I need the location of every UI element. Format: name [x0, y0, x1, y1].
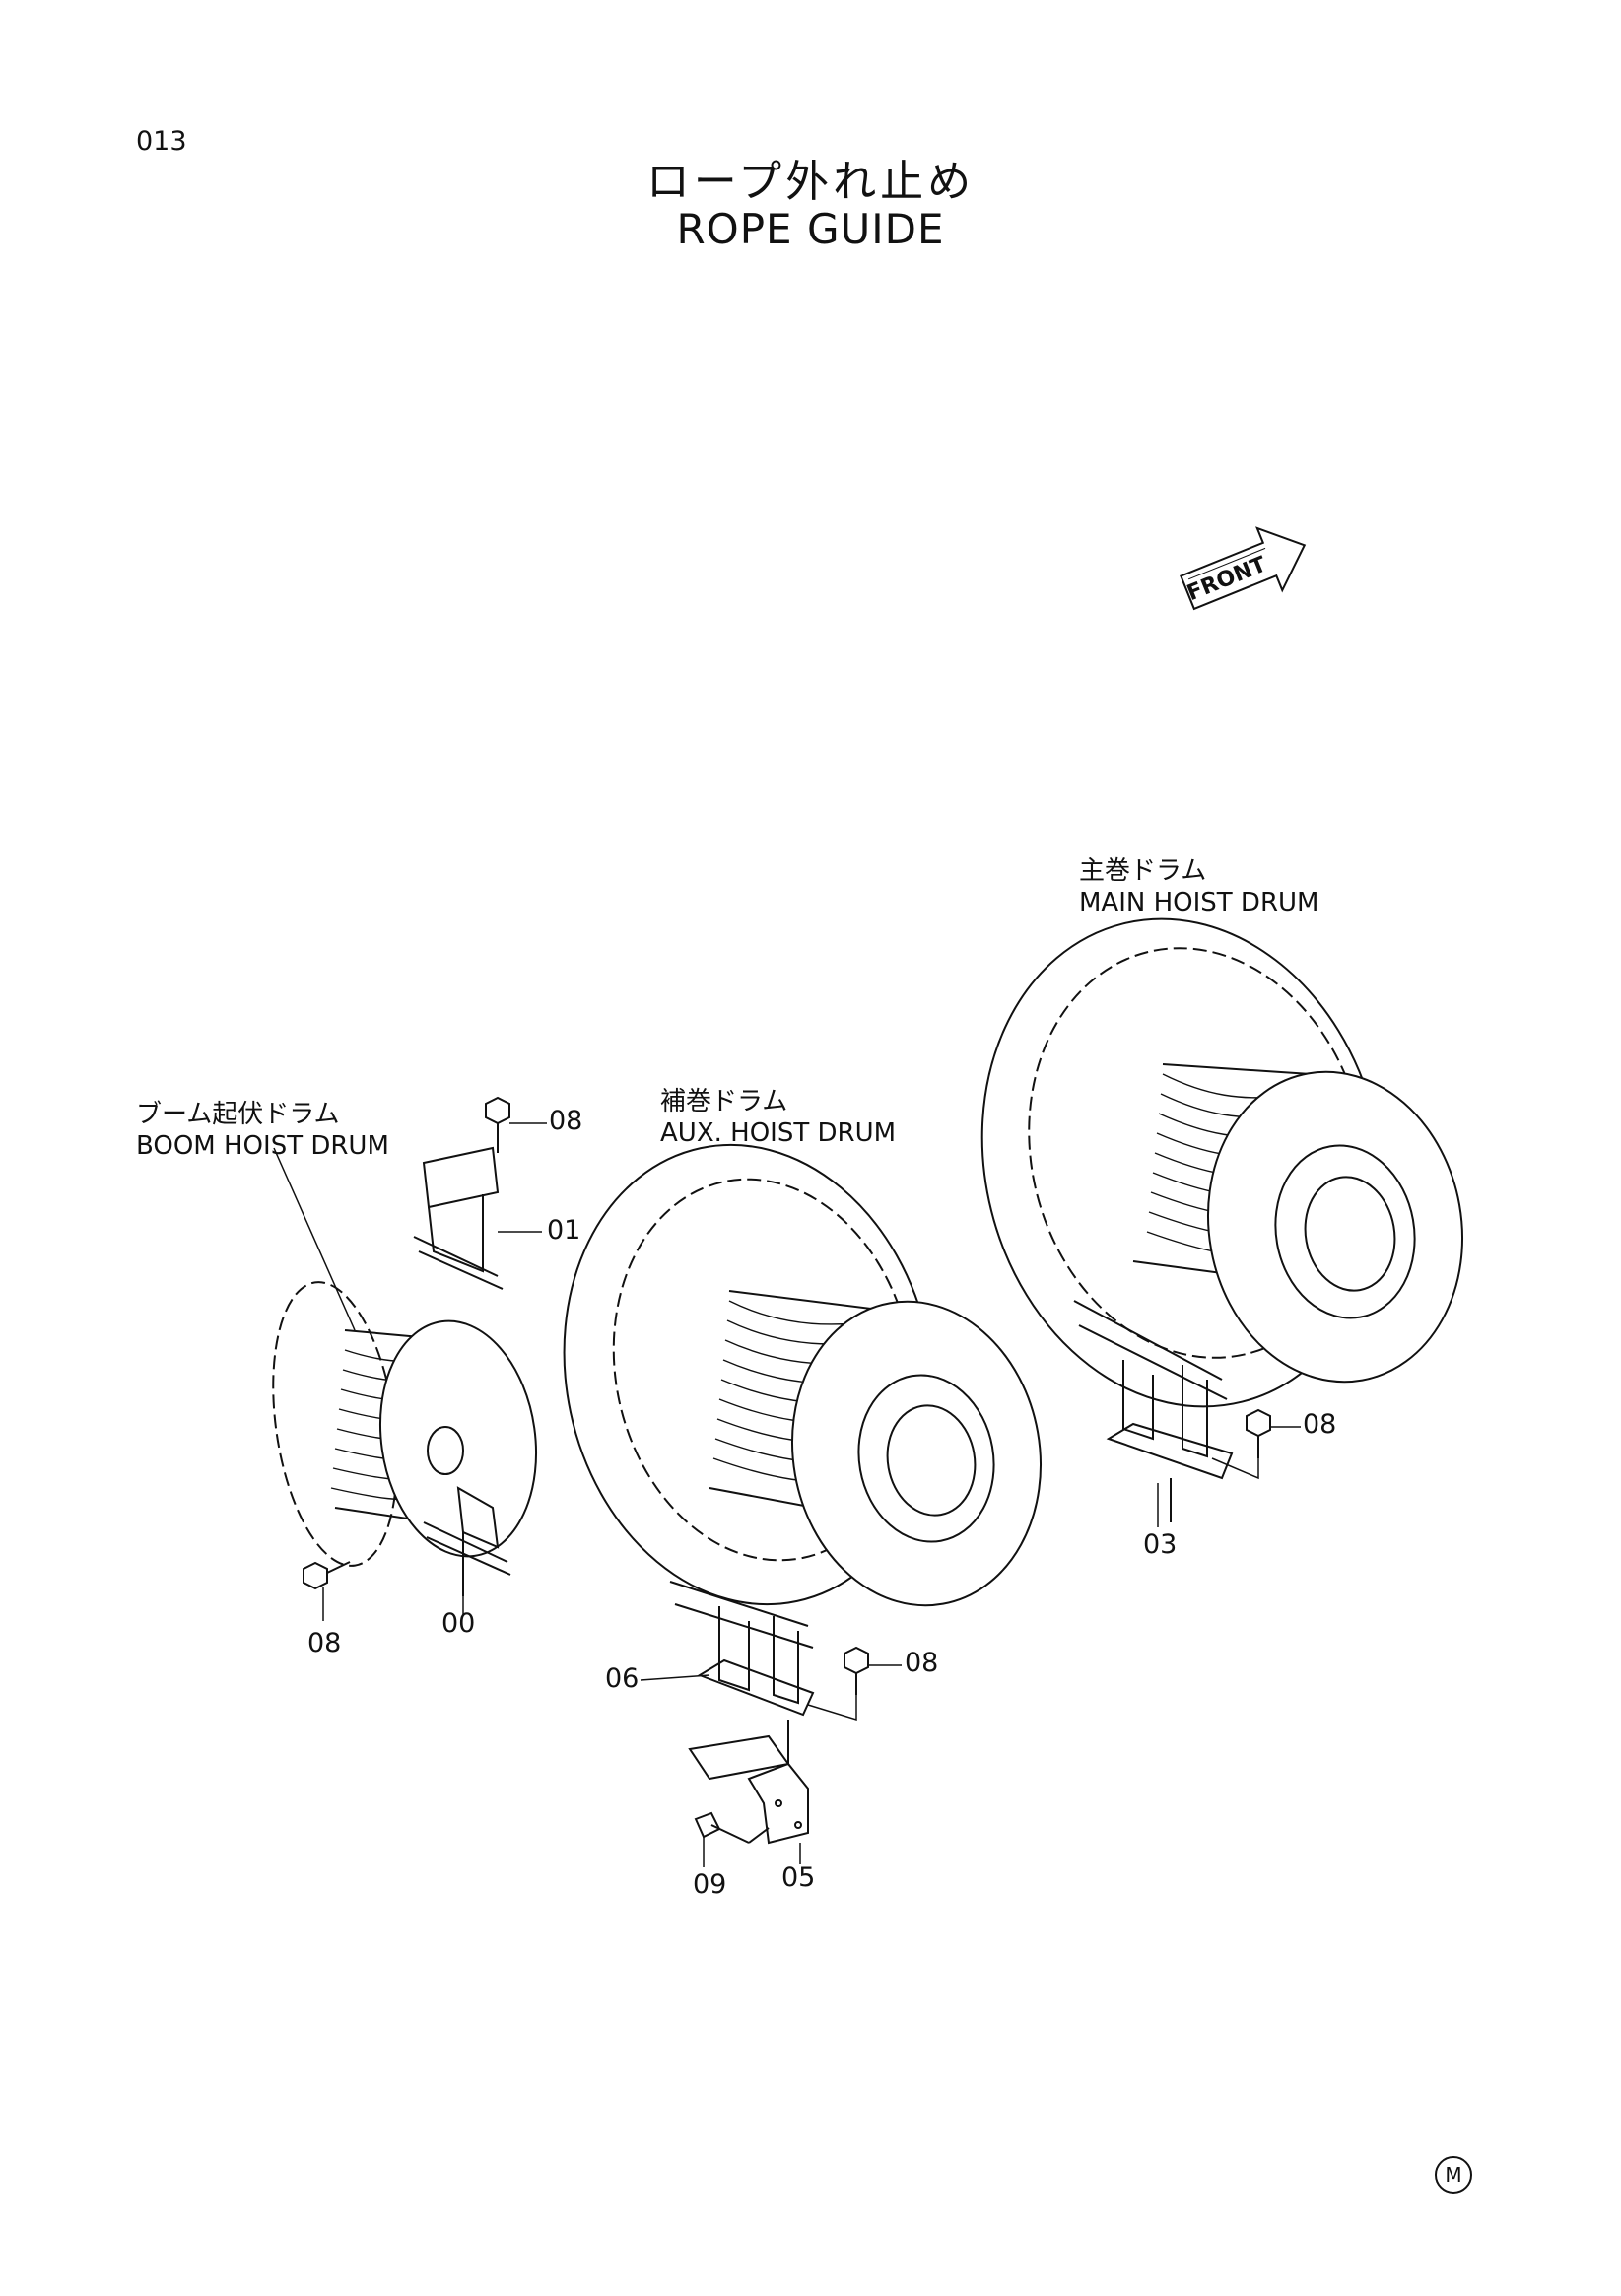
boom-hoist-drum-label-en: BOOM HOIST DRUM [136, 1131, 389, 1161]
part-number-boom-bolt-bottom: 08 [307, 1628, 342, 1658]
main-drum-hub-inner [1297, 1170, 1404, 1298]
main-hoist-drum-label-jp: 主巻ドラム [1079, 856, 1207, 886]
aux-drum-front-flange [769, 1282, 1064, 1626]
bolt-icon [304, 1562, 350, 1588]
front-arrow-icon: FRONT [1175, 514, 1317, 624]
boom-hoist-drum-label: ブーム起伏ドラム BOOM HOIST DRUM [136, 1099, 389, 1162]
part-number-aux-bolt-small: 09 [693, 1869, 727, 1900]
page-number: 013 [136, 126, 187, 157]
part-number-boom-bolt-top: 08 [549, 1106, 583, 1136]
aux-hoist-drum-label: 補巻ドラム AUX. HOIST DRUM [660, 1086, 896, 1149]
aux-bolt-09-icon [696, 1813, 769, 1843]
boom-hoist-drum [256, 1148, 551, 1596]
part-number-aux-bracket: 06 [605, 1663, 640, 1694]
aux-mounting-plate [690, 1736, 808, 1843]
bolt-icon [844, 1648, 868, 1695]
corner-mark: M [1435, 2156, 1472, 2194]
part-number-aux-bolt: 08 [905, 1648, 939, 1678]
boom-rope-guide-lower [424, 1488, 510, 1596]
aux-hoist-drum-label-jp: 補巻ドラム [660, 1087, 788, 1116]
aux-hoist-drum-label-en: AUX. HOIST DRUM [660, 1118, 897, 1148]
main-hoist-drum-label: 主巻ドラム MAIN HOIST DRUM [1079, 855, 1318, 918]
part-number-main-bracket: 03 [1143, 1529, 1178, 1560]
part-number-boom-guide-bottom: 00 [441, 1608, 476, 1639]
part-number-boom-guide-top: 01 [547, 1215, 581, 1246]
boom-hoist-drum-label-jp: ブーム起伏ドラム [136, 1100, 340, 1129]
part-number-aux-plate: 05 [781, 1862, 816, 1893]
aux-drum-hub-inner [879, 1398, 983, 1522]
main-hoist-drum-label-en: MAIN HOIST DRUM [1079, 888, 1319, 917]
aux-hoist-drum [522, 1111, 1064, 1843]
main-hoist-drum [931, 876, 1486, 1522]
main-drum-hub-outer [1262, 1134, 1428, 1329]
bolt-icon [1247, 1410, 1270, 1458]
title-japanese: ロープ外れ止め [645, 157, 976, 207]
aux-drum-hub-outer [845, 1364, 1006, 1552]
leader-lines [274, 1123, 1301, 1867]
main-rope-guide-bracket [1074, 1301, 1232, 1522]
aux-rope-guide-bracket [670, 1582, 813, 1764]
bolt-icon [486, 1098, 509, 1153]
boom-drum-front-flange [366, 1311, 551, 1566]
title-english: ROPE GUIDE [676, 205, 945, 253]
boom-rope-guide-upper [414, 1148, 503, 1289]
part-number-main-bolt: 08 [1303, 1409, 1337, 1440]
main-drum-front-flange [1184, 1051, 1487, 1402]
boom-drum-hub [428, 1427, 463, 1474]
